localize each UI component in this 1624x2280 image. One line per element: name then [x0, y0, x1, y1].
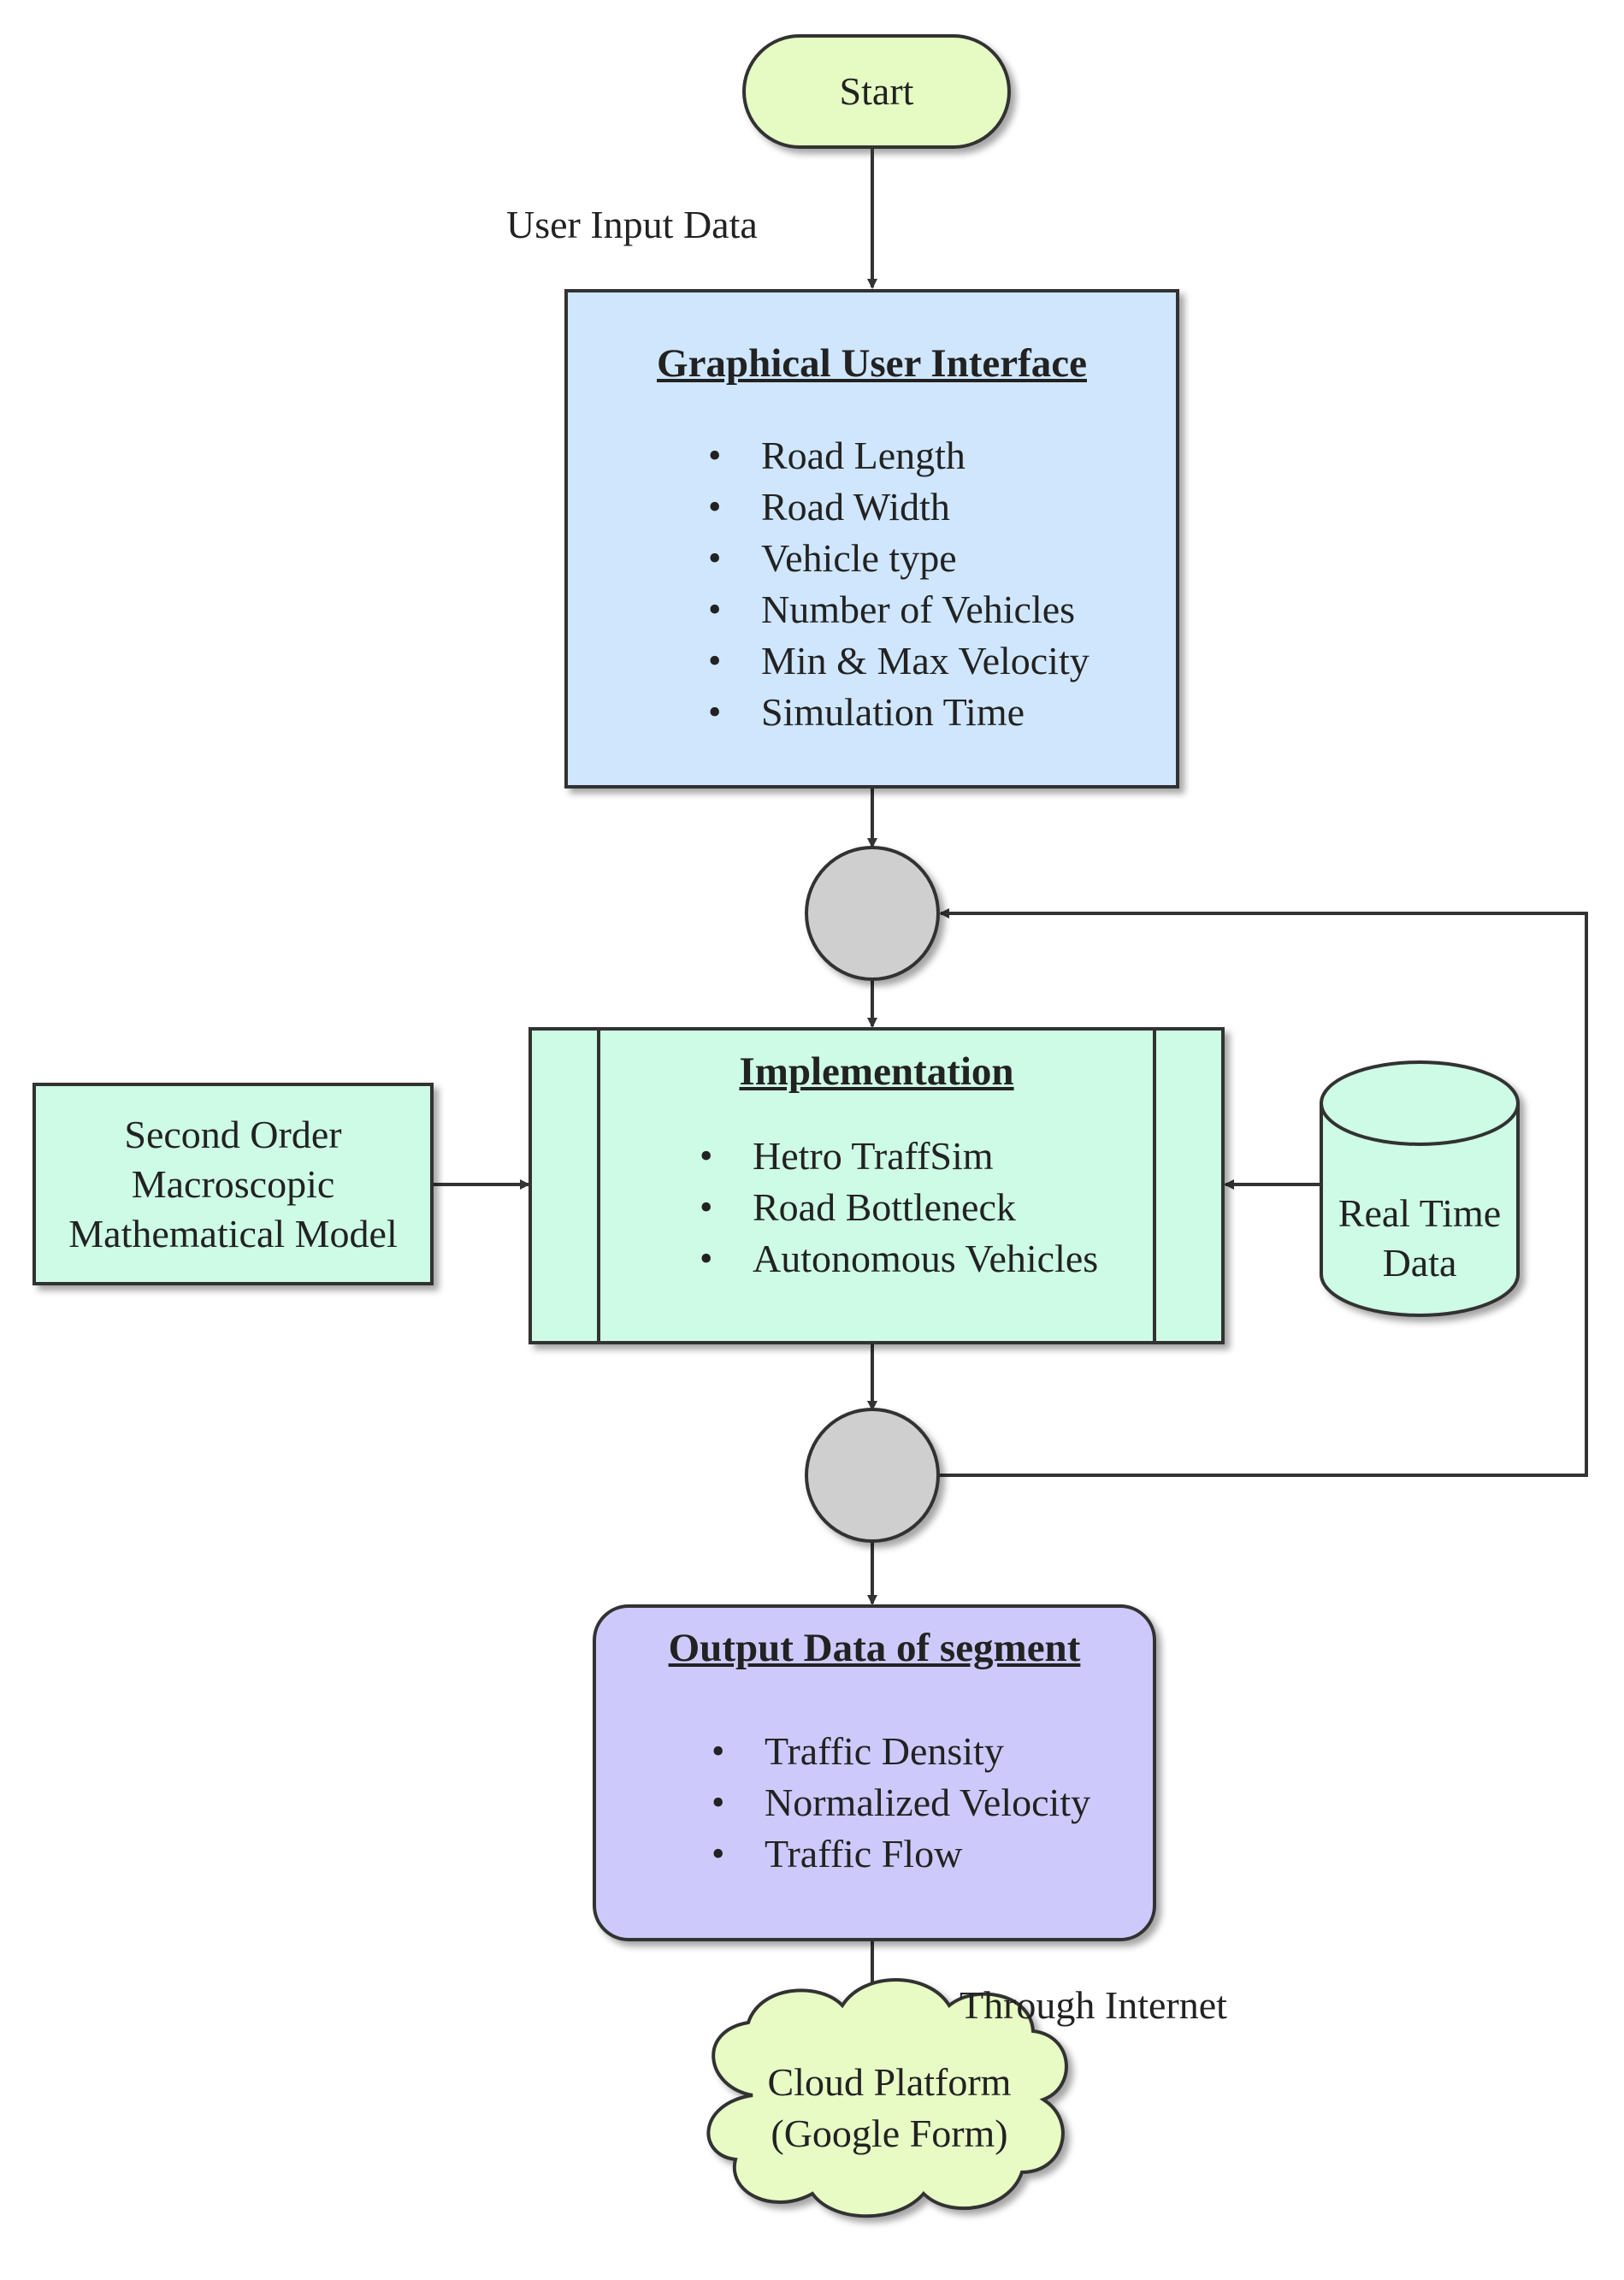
realtime-label-line: Data [1382, 1241, 1457, 1285]
model-label-line: Macroscopic [131, 1162, 335, 1206]
model-label-line: Second Order [124, 1113, 342, 1156]
cloud-label-line: (Google Form) [771, 2112, 1008, 2155]
output-item: Normalized Velocity [712, 1777, 1090, 1828]
output-item: Traffic Density [712, 1726, 1090, 1777]
cloud-label-line: Cloud Platform [767, 2060, 1012, 2104]
junction-node-1 [805, 846, 940, 981]
edge-feedback-loop [938, 908, 1588, 1477]
output-item: Traffic Flow [712, 1828, 1090, 1880]
cloud-label: Cloud Platform (Google Form) [701, 2057, 1078, 2159]
gui-item: Simulation Time [708, 687, 1090, 738]
gui-item: Road Width [708, 481, 1090, 533]
model-box [32, 1083, 434, 1285]
gui-item: Road Length [708, 430, 1090, 481]
gui-item-list: Road Length Road Width Vehicle type Numb… [708, 430, 1090, 738]
realtime-data-cylinder [1320, 1060, 1520, 1317]
implementation-item: Autonomous Vehicles [700, 1233, 1098, 1285]
gui-title: Graphical User Interface [657, 341, 1087, 386]
gui-item: Min & Max Velocity [708, 635, 1090, 687]
realtime-label: Real Time Data [1321, 1189, 1518, 1288]
implementation-item: Road Bottleneck [700, 1182, 1098, 1233]
implementation-item: Hetro TraffSim [700, 1131, 1098, 1182]
start-node [742, 34, 1011, 149]
gui-item: Number of Vehicles [708, 584, 1090, 635]
junction-node-2 [805, 1408, 940, 1543]
model-label-line: Mathematical Model [68, 1212, 398, 1255]
edge-label-user-input: User Input Data [506, 203, 758, 246]
implementation-item-list: Hetro TraffSim Road Bottleneck Autonomou… [700, 1131, 1098, 1285]
output-title: Output Data of segment [668, 1626, 1081, 1670]
cloud-shape [706, 1978, 1068, 2218]
implementation-title: Implementation [739, 1049, 1014, 1094]
edge-label-through-internet: Through Internet [960, 1983, 1227, 2027]
gui-item: Vehicle type [708, 533, 1090, 584]
realtime-label-line: Real Time [1338, 1191, 1502, 1235]
model-label: Second Order Macroscopic Mathematical Mo… [34, 1110, 432, 1259]
output-item-list: Traffic Density Normalized Velocity Traf… [712, 1726, 1090, 1880]
start-label: Start [839, 69, 914, 113]
